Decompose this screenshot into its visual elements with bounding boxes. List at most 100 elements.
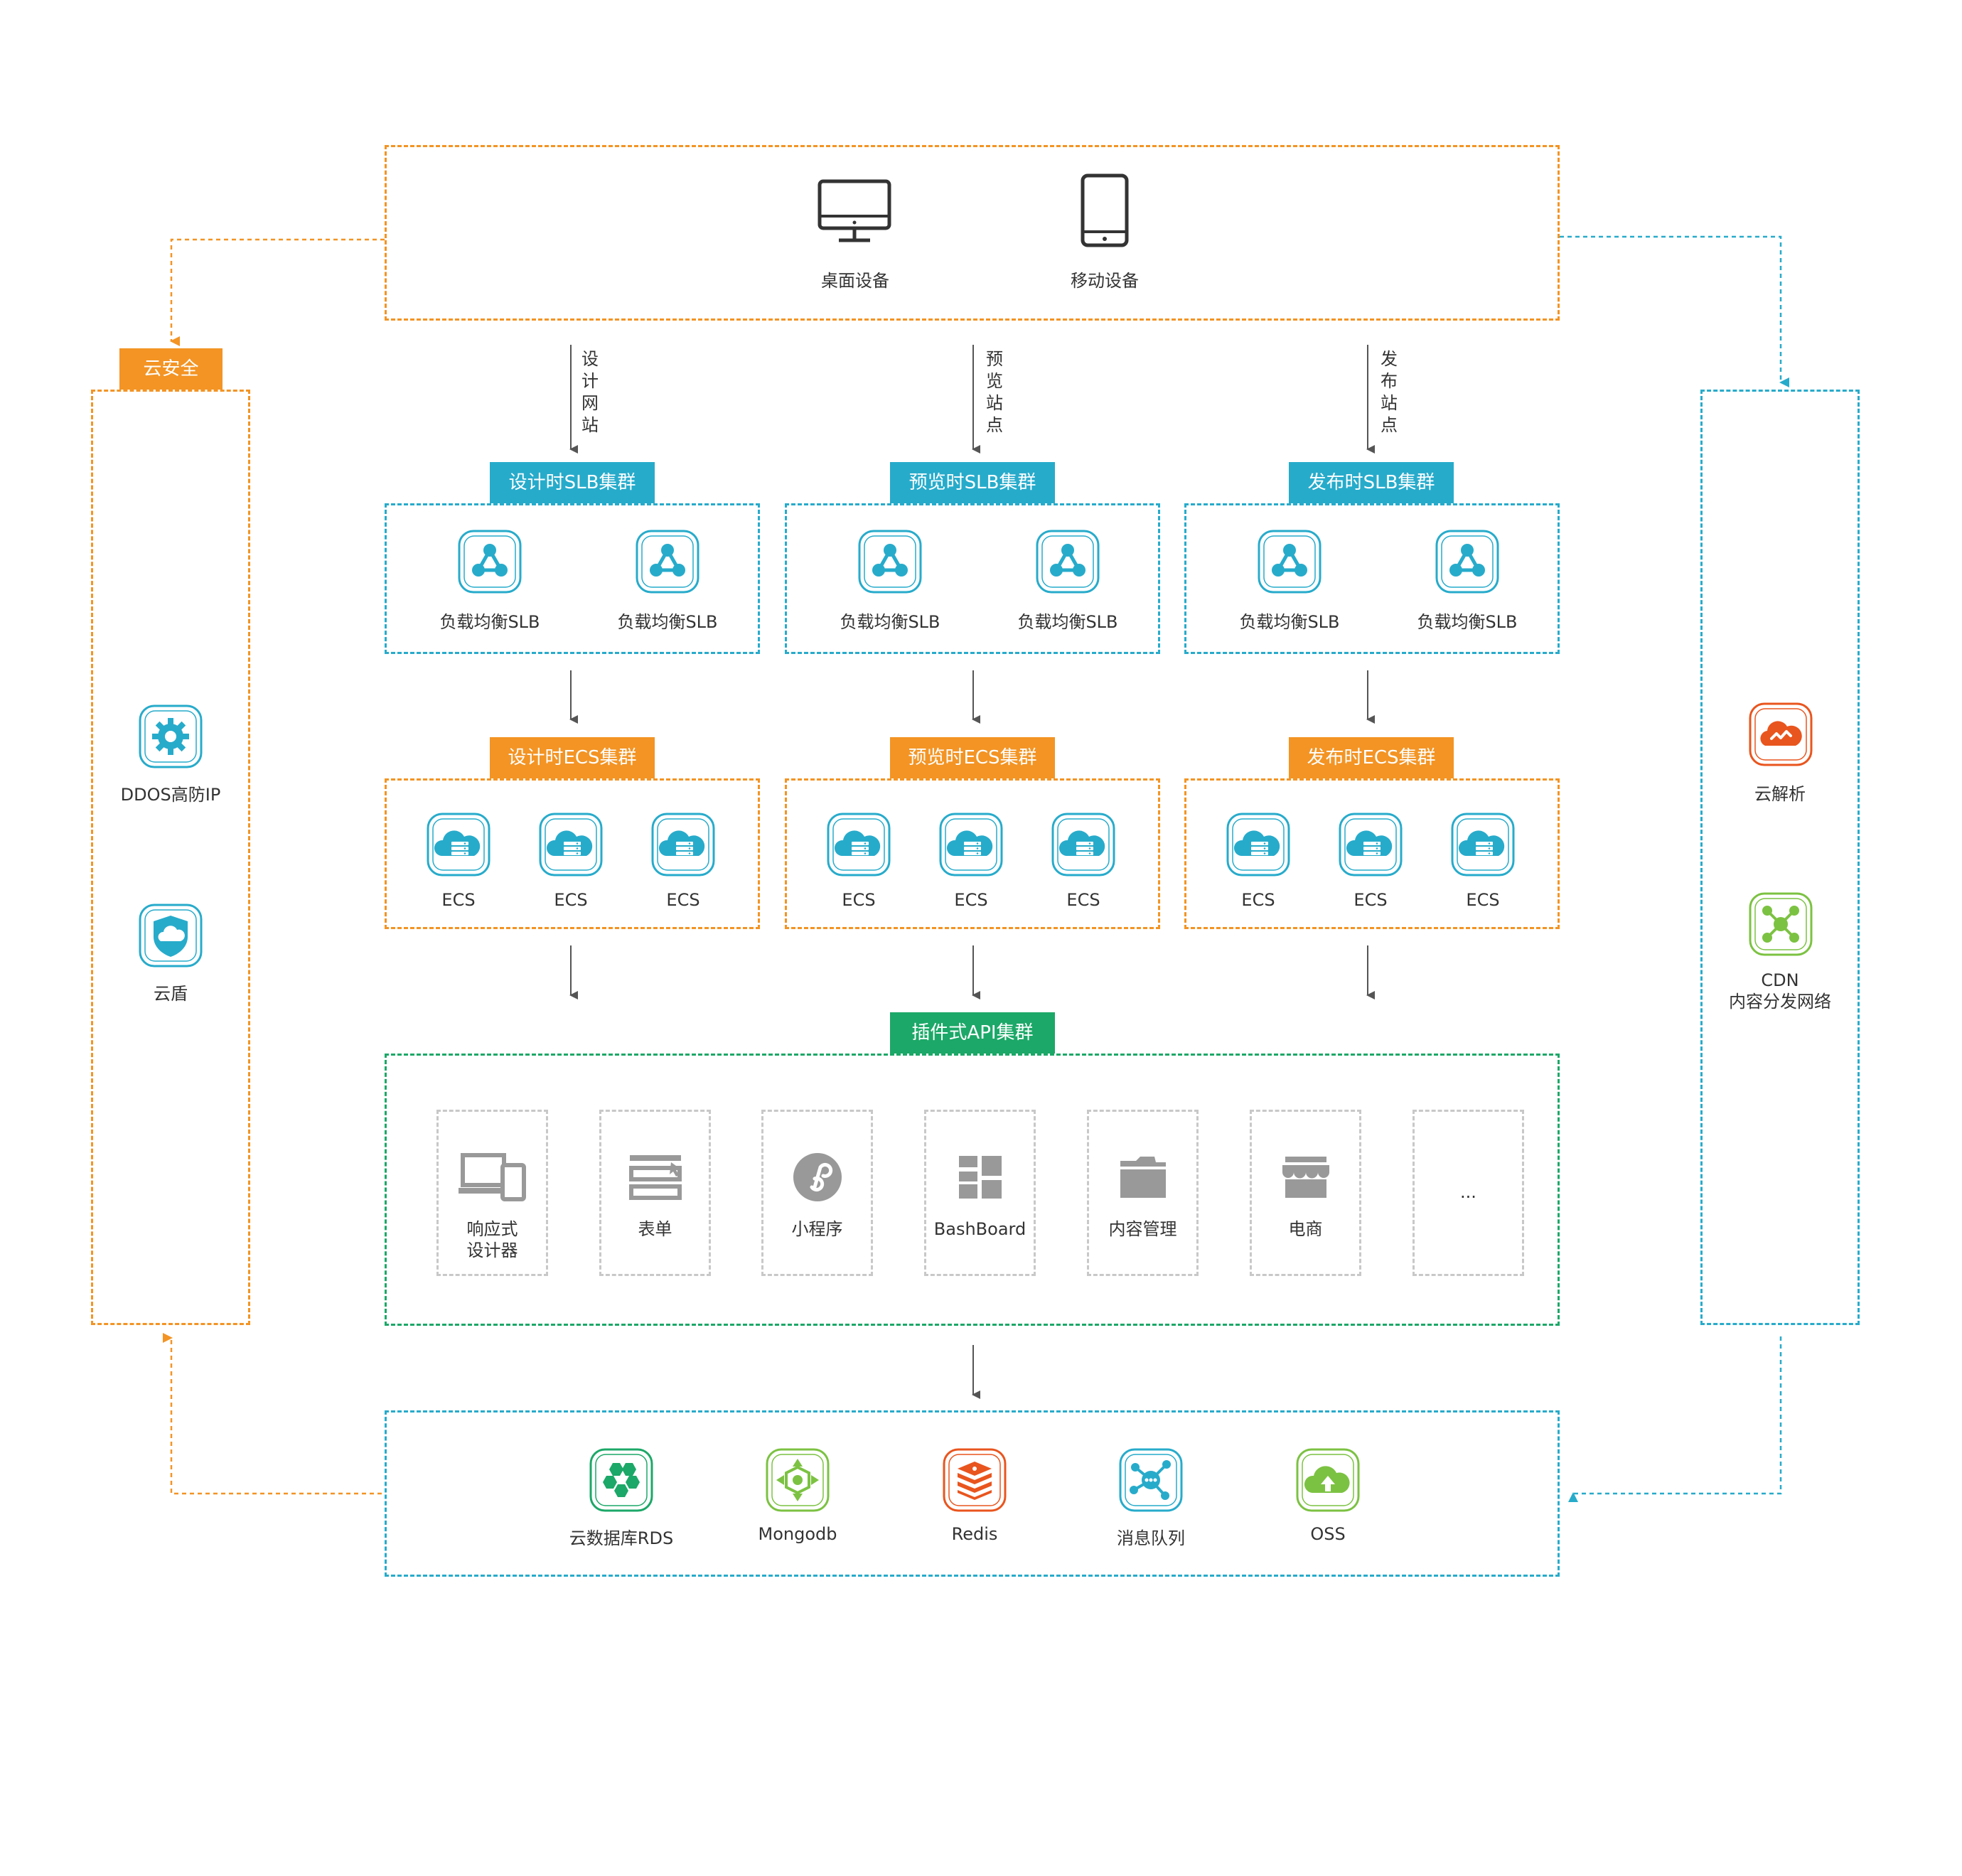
rds-database-icon: [589, 1447, 654, 1516]
form-icon: [601, 1150, 709, 1204]
ecs-server-icon: [650, 812, 716, 880]
plugin-card[interactable]: 小程序: [761, 1110, 873, 1276]
storage-label-redis: Redis: [951, 1524, 998, 1544]
arrow-devices-security: [170, 238, 385, 346]
ecs-item-label: ECS: [1241, 890, 1275, 910]
api-cluster-tag: 插件式API集群: [890, 1012, 1055, 1054]
storage-label-rds: 云数据库RDS: [569, 1528, 674, 1548]
slb-item-label: 负载均衡SLB: [439, 612, 540, 632]
ecs-server-icon: [938, 812, 1004, 880]
security-box: [91, 390, 250, 1325]
slb-cluster-tag-publish: 发布时SLB集群: [1289, 462, 1454, 503]
plugin-label: 内容管理: [1089, 1218, 1196, 1240]
api-cluster-box: [385, 1054, 1560, 1326]
load-balancer-icon: [1257, 529, 1322, 597]
security-tag: 云安全: [119, 348, 223, 390]
arrow-storage-security: [163, 1333, 382, 1495]
ecs-cluster-tag-design: 设计时ECS集群: [490, 737, 655, 778]
cdn-label: CDN 内容分发网络: [1709, 970, 1851, 1012]
shield-cloud-icon: [138, 903, 203, 971]
cdn-network-icon: [1748, 891, 1813, 960]
dns-cdn-box: [1700, 390, 1860, 1325]
devices-box: [385, 145, 1560, 321]
storage-label-oss: OSS: [1310, 1524, 1346, 1544]
ecs-server-icon: [1226, 812, 1291, 880]
plugin-label-line1: ...: [1460, 1182, 1476, 1202]
flow-label-preview: 预览站点: [986, 349, 1003, 435]
slb-item-label: 负载均衡SLB: [617, 612, 718, 632]
plugin-label: 电商: [1252, 1218, 1359, 1240]
responsive-devices-icon: [439, 1150, 546, 1204]
plugin-label: ...: [1415, 1181, 1522, 1203]
plugin-card[interactable]: 表单: [599, 1110, 711, 1276]
plugin-label: BashBoard: [926, 1218, 1034, 1240]
plugin-card[interactable]: 响应式设计器: [436, 1110, 548, 1276]
mini-program-icon: [763, 1150, 871, 1204]
plugin-label-line1: BashBoard: [933, 1219, 1026, 1239]
slb-item-label: 负载均衡SLB: [1417, 612, 1518, 632]
slb-cluster-tag-design: 设计时SLB集群: [490, 462, 655, 503]
dns-label: 云解析: [1754, 784, 1806, 804]
slb-item-label: 负载均衡SLB: [1017, 612, 1118, 632]
oss-storage-icon: [1295, 1447, 1361, 1516]
ecs-item-label: ECS: [1466, 890, 1500, 910]
plugin-card[interactable]: 电商: [1250, 1110, 1361, 1276]
storage-box: [385, 1410, 1560, 1577]
security-label-ddos: DDOS高防IP: [120, 785, 221, 805]
mongodb-icon: [765, 1447, 830, 1516]
plugin-label-line1: 电商: [1288, 1219, 1323, 1239]
plugin-label-line2: 设计器: [466, 1240, 518, 1260]
ecs-cluster-tag-preview: 预览时ECS集群: [890, 737, 1055, 778]
folder-icon: [1089, 1150, 1196, 1204]
ecs-cluster-tag-publish: 发布时ECS集群: [1289, 737, 1454, 778]
slb-cluster-box-design: [385, 503, 760, 654]
desktop-monitor-icon: [818, 178, 891, 247]
slb-cluster-box-preview: [785, 503, 1160, 654]
ecs-server-icon: [1450, 812, 1516, 880]
security-label-shield: 云盾: [154, 984, 188, 1004]
plugin-card[interactable]: BashBoard: [924, 1110, 1036, 1276]
plugin-label-line1: 表单: [638, 1219, 672, 1239]
plugin-label: 响应式设计器: [439, 1218, 546, 1261]
cdn-label-line2: 内容分发网络: [1729, 992, 1831, 1012]
ecs-item-label: ECS: [666, 890, 700, 910]
slb-item-label: 负载均衡SLB: [840, 612, 940, 632]
cdn-label-line1: CDN: [1761, 970, 1799, 990]
slb-item-label: 负载均衡SLB: [1239, 612, 1340, 632]
plugin-label: 小程序: [763, 1218, 871, 1240]
flow-label-design: 设计网站: [581, 349, 599, 435]
ecs-cluster-box-design: [385, 778, 760, 929]
message-queue-icon: [1118, 1447, 1184, 1516]
load-balancer-icon: [1435, 529, 1500, 597]
ecs-item-label: ECS: [441, 890, 476, 910]
storage-label-mongodb: Mongodb: [758, 1524, 837, 1544]
ecs-server-icon: [1338, 812, 1403, 880]
store-icon: [1252, 1150, 1359, 1204]
ecs-server-icon: [1051, 812, 1116, 880]
plugin-label-line1: 响应式: [466, 1219, 518, 1239]
ecs-item-label: ECS: [1353, 890, 1388, 910]
ecs-item-label: ECS: [954, 890, 988, 910]
load-balancer-icon: [635, 529, 700, 597]
load-balancer-icon: [857, 529, 923, 597]
plugin-card[interactable]: 内容管理: [1087, 1110, 1199, 1276]
cloud-dns-icon: [1748, 702, 1813, 770]
flow-label-publish: 发布站点: [1381, 349, 1398, 435]
ecs-server-icon: [826, 812, 891, 880]
ecs-cluster-box-publish: [1184, 778, 1560, 929]
load-balancer-icon: [1035, 529, 1100, 597]
device-label-mobile: 移动设备: [1071, 271, 1139, 291]
storage-label-mq: 消息队列: [1117, 1528, 1185, 1548]
gear-shield-icon: [138, 704, 203, 772]
redis-icon: [942, 1447, 1007, 1516]
ecs-server-icon: [426, 812, 491, 880]
plugin-card[interactable]: ...: [1412, 1110, 1524, 1276]
plugin-label-line1: 小程序: [791, 1219, 843, 1239]
ecs-item-label: ECS: [1066, 890, 1100, 910]
plugin-label-line1: 内容管理: [1108, 1219, 1177, 1239]
arrow-cdn-storage: [1568, 1336, 1782, 1502]
slb-cluster-tag-preview: 预览时SLB集群: [890, 462, 1055, 503]
load-balancer-icon: [457, 529, 522, 597]
mobile-phone-icon: [1081, 173, 1129, 250]
